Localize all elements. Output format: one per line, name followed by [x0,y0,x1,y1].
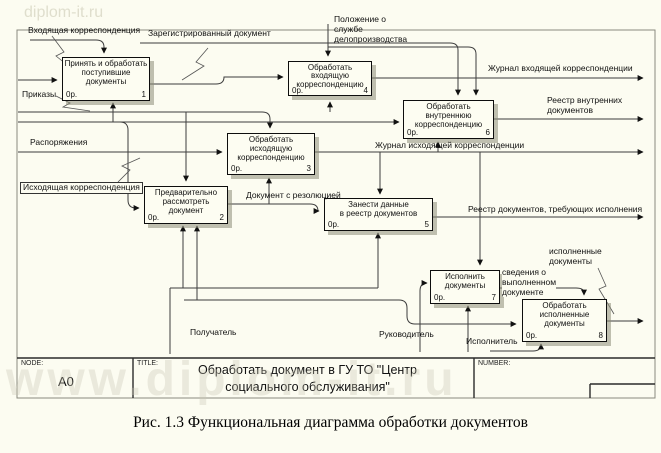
activity-box-8-number: 8 [598,331,603,341]
arrow-routes [18,24,644,354]
label-journal-outgoing: Журнал исходящей корреспонденции [375,140,525,150]
watermark-top: diplom-it.ru [24,4,104,21]
label-executor: Исполнитель [466,336,518,346]
activity-box-2-number: 2 [219,213,224,223]
label-info-executed-document: сведения о выполненном документе [502,267,557,298]
node-cell-caption: NODE: [21,360,44,367]
diagram-title: Обработать документ в ГУ ТО "Центр социа… [198,363,417,394]
activity-box-4: Обработать входящую корреспонденцию 0р. … [288,61,372,96]
label-registry-internal: Реестр внутренних документов [547,95,623,115]
activity-box-3-number: 3 [306,164,311,174]
label-document-with-resolution: Документ с резолюцией [246,190,341,200]
label-registry-execution: Реестр документов, требующих исполнения [468,204,643,214]
sheet-frame [16,29,656,399]
number-cell-caption: NUMBER: [478,360,511,367]
activity-box-4-cost: 0р. [292,85,304,95]
activity-box-3-cost: 0р. [231,164,243,174]
activity-box-6-label: Обработать внутреннюю корреспонденцию [414,102,483,129]
activity-box-8-label: Обработать исполненные документы [539,301,590,328]
label-outgoing-correspondence: Исходящая корреспонденция [20,182,143,194]
node-value: A0 [58,374,74,389]
activity-box-5: Занести данные в реестр документов 0р. 5 [324,198,433,231]
activity-box-6: Обработать внутреннюю корреспонденцию 0р… [403,100,494,139]
label-journal-incoming: Журнал входящей корреспонденции [488,63,633,73]
activity-box-1-label: Принять и обработать поступившие докумен… [64,59,148,86]
label-executed-documents: исполненные документы [549,246,602,266]
label-recipient: Получатель [190,327,237,337]
activity-box-3-label: Обработать исходящую корреспонденцию [237,135,305,162]
label-incoming-correspondence: Входящая корреспонденция [28,25,141,35]
activity-box-1-number: 1 [141,90,146,100]
label-regulation-office-work: Положение о службе делопроизводства [334,14,408,44]
figure-caption: Рис. 1.3 Функциональная диаграмма обрабо… [133,414,528,431]
activity-box-5-cost: 0р. [328,220,340,230]
label-manager: Руководитель [379,329,434,339]
activity-box-5-label: Занести данные в реестр документов [339,200,418,218]
activity-box-1-cost: 0р. [66,90,78,100]
label-registered-document: Зарегистрированный документ [148,28,271,38]
activity-box-4-label: Обработать входящую корреспонденцию [296,63,364,89]
activity-box-4-number: 4 [363,85,368,95]
activity-box-7: Исполнить документы 0р. 7 [430,270,500,304]
activity-box-6-cost: 0р. [407,128,419,138]
activity-box-7-cost: 0р. [434,293,446,303]
activity-box-2-label: Предварительно рассмотреть документ [154,188,218,215]
activity-box-8: Обработать исполненные документы 0р. 8 [522,299,607,342]
label-directives: Распоряжения [30,137,88,147]
activity-box-2: Предварительно рассмотреть документ 0р. … [144,186,228,224]
activity-box-7-number: 7 [491,293,496,303]
activity-box-6-number: 6 [485,128,490,138]
activity-box-7-label: Исполнить документы [444,272,486,290]
activity-box-5-number: 5 [424,220,429,230]
activity-box-1: Принять и обработать поступившие докумен… [62,57,150,101]
activity-box-8-cost: 0р. [526,331,538,341]
title-bar-frame [17,357,655,398]
label-orders: Приказы [22,89,57,99]
activity-box-2-cost: 0р. [148,213,160,223]
title-cell-caption: TITLE: [137,360,159,367]
activity-box-3: Обработать исходящую корреспонденцию 0р.… [227,133,315,175]
